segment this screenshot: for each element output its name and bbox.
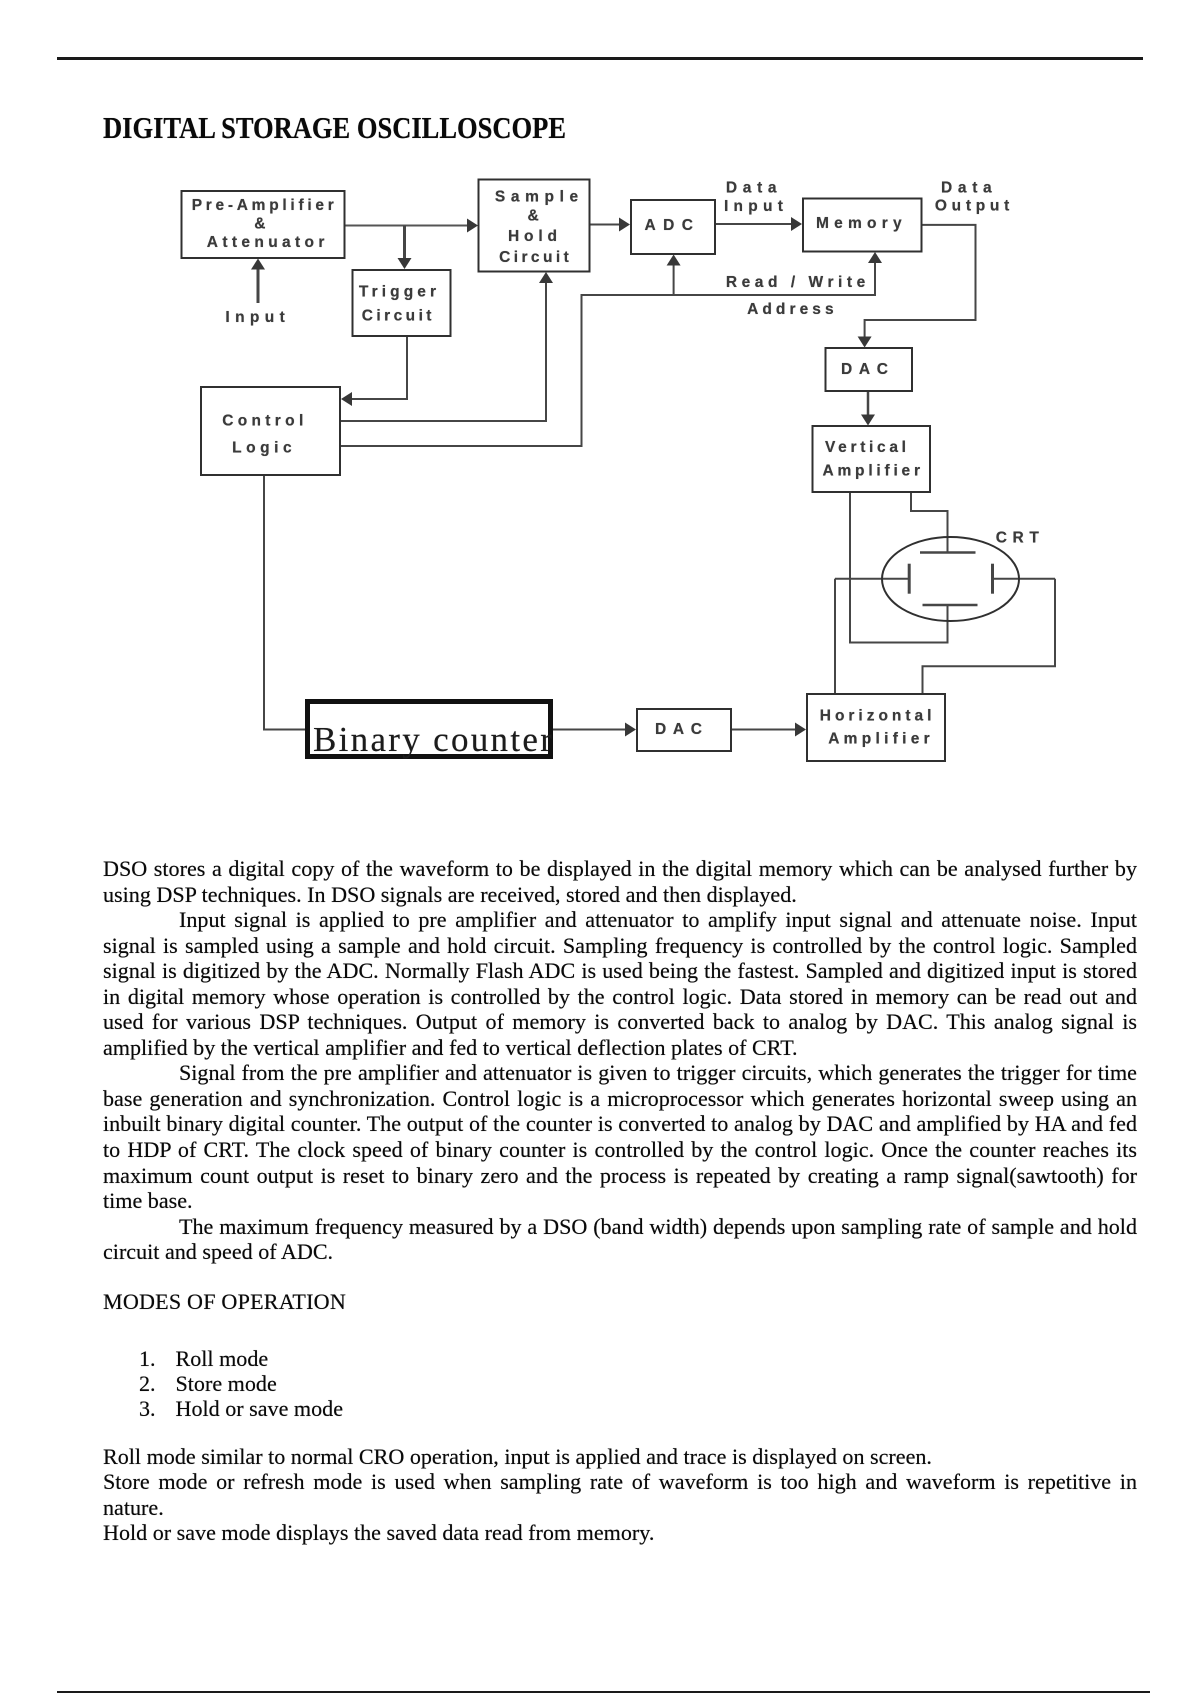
svg-text:Input: Input xyxy=(724,198,788,215)
svg-text:Address: Address xyxy=(747,301,838,318)
svg-text:Logic: Logic xyxy=(232,440,296,457)
svg-text:Data: Data xyxy=(726,180,782,197)
svg-text:&: & xyxy=(254,215,265,232)
svg-text:Amplifier: Amplifier xyxy=(828,731,934,748)
svg-text:Trigger: Trigger xyxy=(359,284,440,301)
svg-text:Data: Data xyxy=(941,180,997,197)
svg-text:Input: Input xyxy=(225,309,290,326)
svg-text:CRT: CRT xyxy=(996,529,1045,546)
svg-text:Horizontal: Horizontal xyxy=(820,707,936,724)
svg-text:DAC: DAC xyxy=(841,361,895,378)
svg-text:Pre-Amplifier: Pre-Amplifier xyxy=(192,197,338,214)
svg-text:Hold: Hold xyxy=(508,228,562,245)
svg-text:Attenuator: Attenuator xyxy=(207,234,329,251)
svg-text:&: & xyxy=(528,208,539,225)
svg-text:Amplifier: Amplifier xyxy=(823,463,924,480)
svg-text:Sample: Sample xyxy=(495,189,584,206)
svg-text:ADC: ADC xyxy=(645,217,701,234)
svg-text:Circuit: Circuit xyxy=(362,307,435,324)
svg-text:Circuit: Circuit xyxy=(499,249,572,266)
svg-text:Vertical: Vertical xyxy=(825,439,910,456)
svg-text:Read / Write: Read / Write xyxy=(726,274,870,291)
svg-text:Memory: Memory xyxy=(816,215,907,232)
svg-text:Output: Output xyxy=(935,198,1014,215)
svg-text:Binary counter: Binary counter xyxy=(313,720,554,759)
svg-text:Control: Control xyxy=(222,412,307,429)
svg-text:DAC: DAC xyxy=(655,721,709,738)
